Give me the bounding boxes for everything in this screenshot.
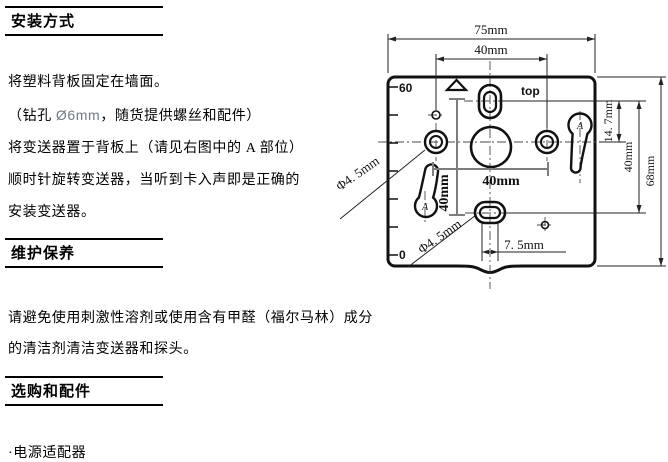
install-line-2-pre: （钻孔 [8,109,56,124]
drill-diameter-value: Ø6mm [55,107,101,123]
alignment-triangle-icon [444,78,469,92]
dimension-arrowheads [388,36,664,266]
dimension-lines [339,34,666,268]
left-screw-hole-outer [423,129,449,155]
right-keyhole-slot [567,112,593,174]
top-orientation-label: top [521,84,540,98]
section-heading-maintenance: 维护保养 [5,238,163,268]
dim-7-5mm-label: 7. 5mm [504,237,544,252]
dia-4-5mm-left-label: Φ4. 5mm [333,153,382,194]
gray-center-dimensions [432,98,549,216]
install-line-5: 安装变送器。 [8,205,96,220]
right-screw-hole-outer [534,129,560,155]
bottom-slot-outer [473,200,507,225]
dim-40mm-top-label: 40mm [474,42,507,57]
maintenance-line-1: 请避免使用刺激性溶剂或使用含有甲醛（福尔马林）成分 [8,311,373,326]
small-hole-bottom-right [540,220,550,230]
dim-40mm-right-label: 40mm [621,141,635,172]
install-line-2-post: ，随货提供螺丝和配件） [100,109,261,124]
section-heading-accessories: 选购和配件 [5,376,163,406]
scale-0-label: 0 [399,248,406,262]
mounting-plate-diagram: 60 0 top A A [333,22,666,289]
small-hole-top-left [431,110,441,120]
position-a-label-left: A [421,202,429,213]
dim-14-7mm-label: 14. 7mm [601,99,615,142]
left-screw-hole-inner [429,135,443,149]
top-slot-outer [477,83,503,120]
install-line-3: 将变送器置于背板上（请见右图中的 A 部位） [8,141,304,156]
dim-75mm-label: 75mm [474,22,507,37]
install-line-2: （钻孔 Ø6mm，随货提供螺丝和配件） [8,107,261,125]
scale-60-label: 60 [399,81,413,95]
leader-bottom-slot [407,214,477,268]
install-line-1: 将塑料背板固定在墙面。 [8,75,169,90]
section-heading-install: 安装方式 [5,6,163,36]
left-edge-scale-ticks [389,86,398,256]
dim-40mm-horizontal-label: 40mm [482,174,520,189]
leader-left-hole [339,149,426,220]
dim-40mm-vertical-label: 40mm [437,174,452,212]
bottom-slot-inner [478,205,502,220]
install-line-4: 顺时针旋转变送器，当听到卡入声即是正确的 [8,173,300,188]
top-slot-inner [482,90,498,114]
position-a-label-right: A [576,121,584,132]
dim-68mm-label: 68mm [643,155,657,186]
right-screw-hole-inner [540,135,554,149]
accessory-item-power-adapter: ·电源适配器 [8,446,87,461]
maintenance-line-2: 的清洁剂清洁变送器和探头。 [8,342,198,357]
center-hole [469,125,513,169]
